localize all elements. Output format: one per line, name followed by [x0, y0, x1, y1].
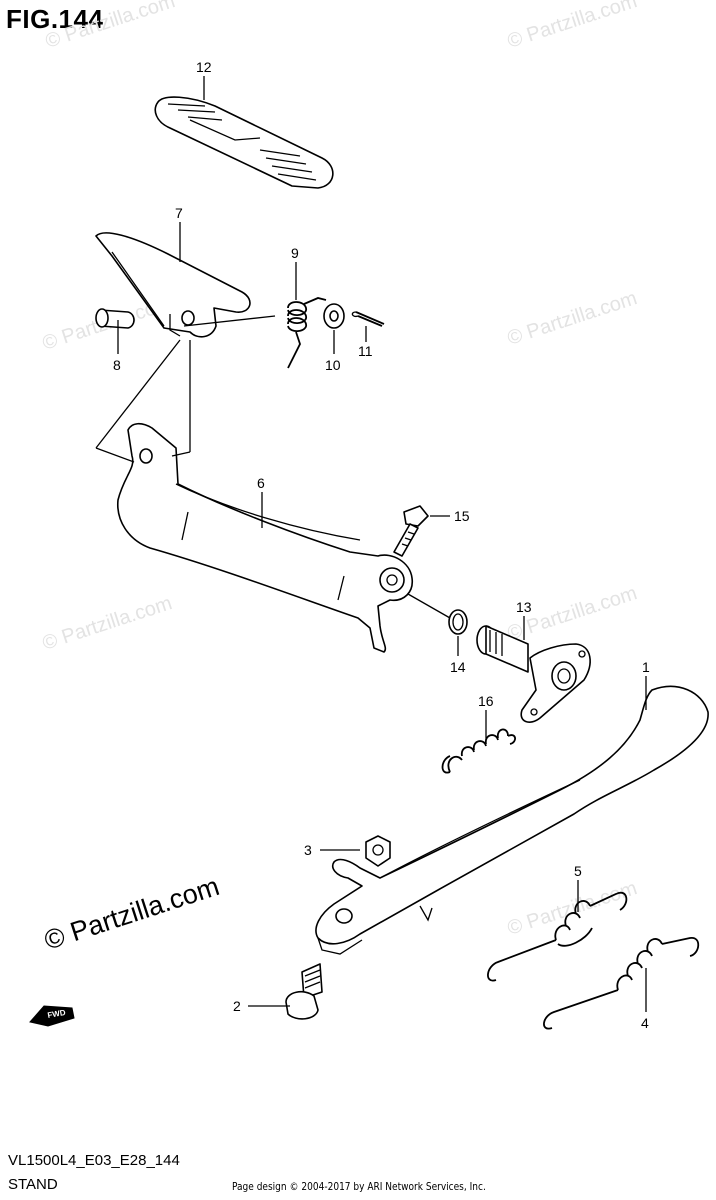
callout-10: 10 [325, 357, 341, 373]
callout-3: 3 [304, 842, 312, 858]
callout-4: 4 [641, 1015, 649, 1031]
watermark-faint: © Partzilla.com [40, 592, 175, 655]
section-name: STAND [8, 1176, 58, 1193]
callout-9: 9 [291, 245, 299, 261]
part-10-washer [323, 303, 345, 329]
part-11-cotter-pin [351, 311, 385, 327]
callout-13: 13 [516, 599, 532, 615]
callout-8: 8 [113, 357, 121, 373]
callout-5: 5 [574, 863, 582, 879]
watermark-faint: © Partzilla.com [43, 0, 178, 53]
part-2-pivot-bolt [285, 963, 323, 1020]
part-13-shaft [476, 625, 591, 723]
part-12-footrest-rubber [154, 96, 334, 189]
part-7-footrest [95, 232, 251, 338]
callout-7: 7 [175, 205, 183, 221]
model-code: VL1500L4_E03_E28_144 [8, 1152, 180, 1169]
part-5-spring [487, 891, 628, 982]
leader-lines [95, 76, 647, 1012]
watermark-faint: © Partzilla.com [505, 287, 640, 350]
callout-12: 12 [196, 59, 212, 75]
callout-2: 2 [233, 998, 241, 1014]
part-15-bolt [393, 505, 429, 557]
part-9-spring [287, 297, 327, 369]
watermark-main: © Partzilla.com [41, 871, 223, 956]
callout-14: 14 [450, 659, 466, 675]
fwd-label: FWD [47, 1008, 67, 1020]
part-1-side-stand [315, 685, 709, 955]
part-16-spring [441, 728, 516, 774]
part-4-spring [543, 937, 700, 1030]
callout-16: 16 [478, 693, 494, 709]
callout-15: 15 [454, 508, 470, 524]
figure-title: FIG.144 [6, 4, 104, 34]
callouts: 12 7 8 9 10 11 6 15 13 14 16 1 3 5 2 4 [113, 59, 650, 1031]
page-credit: Page design © 2004-2017 by ARI Network S… [232, 1180, 486, 1193]
part-3-nut [365, 835, 391, 867]
watermark-faint: © Partzilla.com [505, 877, 640, 940]
callout-6: 6 [257, 475, 265, 491]
part-8-pin [95, 308, 135, 329]
callout-11: 11 [358, 343, 373, 359]
callout-1: 1 [642, 659, 650, 675]
part-14-o-ring [448, 609, 468, 635]
fwd-arrow-icon: FWD [29, 1005, 75, 1027]
watermark-faint: © Partzilla.com [505, 0, 640, 53]
part-6-bracket [117, 422, 414, 653]
